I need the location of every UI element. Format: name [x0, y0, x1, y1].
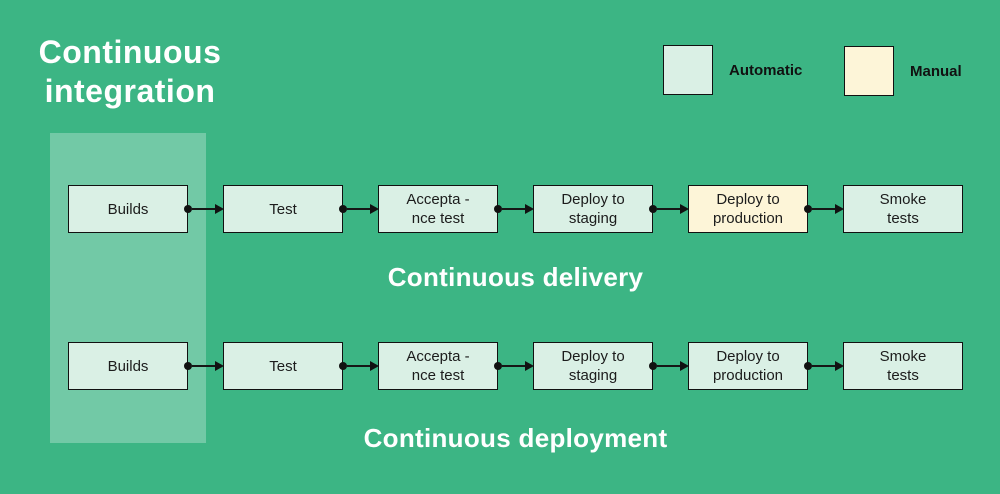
stage-box: Smoke tests — [843, 342, 963, 390]
stage-box: Deploy to staging — [533, 342, 653, 390]
stage-box: Deploy to production — [688, 185, 808, 233]
arrow-connector — [339, 361, 379, 371]
arrow-dot — [184, 362, 192, 370]
arrow-dot — [804, 205, 812, 213]
arrow-head-icon — [525, 204, 534, 214]
arrow-head-icon — [680, 204, 689, 214]
stage-box: Builds — [68, 342, 188, 390]
arrow-connector — [804, 204, 844, 214]
arrow-head-icon — [835, 204, 844, 214]
arrow-head-icon — [525, 361, 534, 371]
arrow-line — [192, 365, 215, 367]
arrow-dot — [339, 362, 347, 370]
arrow-connector — [649, 204, 689, 214]
arrow-connector — [184, 204, 224, 214]
arrow-line — [502, 365, 525, 367]
arrow-head-icon — [215, 204, 224, 214]
pipeline-label: Continuous delivery — [387, 262, 644, 292]
legend-label: Manual — [910, 62, 962, 80]
arrow-head-icon — [215, 361, 224, 371]
arrow-line — [657, 365, 680, 367]
arrow-connector — [494, 204, 534, 214]
stage-box: Smoke tests — [843, 185, 963, 233]
legend-swatch-manual — [844, 46, 894, 96]
arrow-line — [812, 365, 835, 367]
stage-box: Test — [223, 185, 343, 233]
arrow-connector — [804, 361, 844, 371]
arrow-head-icon — [680, 361, 689, 371]
arrow-head-icon — [835, 361, 844, 371]
arrow-dot — [494, 362, 502, 370]
arrow-line — [657, 208, 680, 210]
stage-box: Accepta - nce test — [378, 185, 498, 233]
legend-item-manual: Manual — [844, 46, 962, 96]
arrow-head-icon — [370, 204, 379, 214]
stage-box: Deploy to staging — [533, 185, 653, 233]
legend-swatch-automatic — [663, 45, 713, 95]
arrow-line — [812, 208, 835, 210]
arrow-dot — [339, 205, 347, 213]
arrow-connector — [339, 204, 379, 214]
pipeline-label: Continuous deployment — [363, 423, 668, 453]
arrow-line — [347, 208, 370, 210]
arrow-dot — [649, 362, 657, 370]
stage-box: Deploy to production — [688, 342, 808, 390]
stage-box: Builds — [68, 185, 188, 233]
arrow-line — [347, 365, 370, 367]
arrow-connector — [184, 361, 224, 371]
arrow-dot — [184, 205, 192, 213]
arrow-line — [192, 208, 215, 210]
arrow-connector — [649, 361, 689, 371]
page-title: Continuous integration — [38, 34, 222, 109]
continuous-integration-highlight-band — [50, 133, 206, 443]
legend-item-automatic: Automatic — [663, 45, 802, 95]
arrow-dot — [649, 205, 657, 213]
arrow-connector — [494, 361, 534, 371]
arrow-dot — [804, 362, 812, 370]
arrow-dot — [494, 205, 502, 213]
arrow-line — [502, 208, 525, 210]
stage-box: Accepta - nce test — [378, 342, 498, 390]
arrow-head-icon — [370, 361, 379, 371]
legend-label: Automatic — [729, 61, 803, 79]
stage-box: Test — [223, 342, 343, 390]
